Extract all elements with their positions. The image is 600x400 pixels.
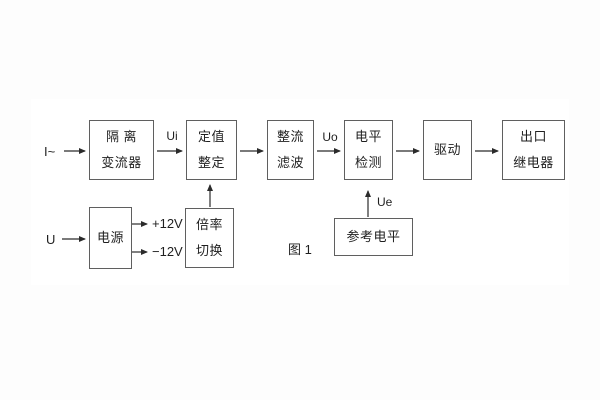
block-label: 变流器 bbox=[101, 155, 142, 170]
rail-positive-label: +12V bbox=[152, 216, 183, 231]
signal-ui-label: Ui bbox=[166, 129, 178, 143]
input-voltage-label: U bbox=[46, 232, 56, 247]
block-label: 参考电平 bbox=[346, 229, 401, 245]
block-label: 继电器 bbox=[513, 155, 554, 170]
block-label: 出口 bbox=[519, 129, 547, 145]
block-rectifier-filter: 整流 滤波 bbox=[267, 120, 314, 180]
block-label: 整定 bbox=[197, 155, 225, 170]
block-setting-adjustment: 定值 整定 bbox=[186, 120, 237, 180]
block-label: 隔 离 bbox=[105, 129, 138, 145]
signal-ue-label: Ue bbox=[377, 195, 393, 209]
block-label: 切换 bbox=[195, 243, 223, 258]
block-label: 整流 bbox=[276, 129, 304, 145]
block-label: 电源 bbox=[96, 230, 124, 246]
block-isolation-transformer: 隔 离 变流器 bbox=[89, 120, 154, 180]
block-label: 驱动 bbox=[433, 142, 461, 158]
block-ratio-switching: 倍率 切换 bbox=[185, 208, 234, 268]
block-label: 电平 bbox=[354, 129, 382, 145]
block-output-relay: 出口 继电器 bbox=[502, 120, 565, 180]
block-label: 定值 bbox=[197, 129, 225, 145]
signal-uo-label: Uo bbox=[322, 130, 338, 144]
input-current-label: I~ bbox=[44, 144, 56, 159]
block-power-supply: 电源 bbox=[89, 207, 132, 269]
block-level-detection: 电平 检测 bbox=[344, 120, 393, 180]
block-label: 检测 bbox=[354, 155, 382, 170]
block-reference-level: 参考电平 bbox=[334, 218, 413, 256]
block-label: 滤波 bbox=[276, 155, 304, 170]
rail-negative-label: −12V bbox=[152, 244, 183, 259]
block-label: 倍率 bbox=[195, 217, 223, 233]
block-drive: 驱动 bbox=[423, 120, 472, 180]
figure-caption: 图 1 bbox=[288, 242, 312, 257]
